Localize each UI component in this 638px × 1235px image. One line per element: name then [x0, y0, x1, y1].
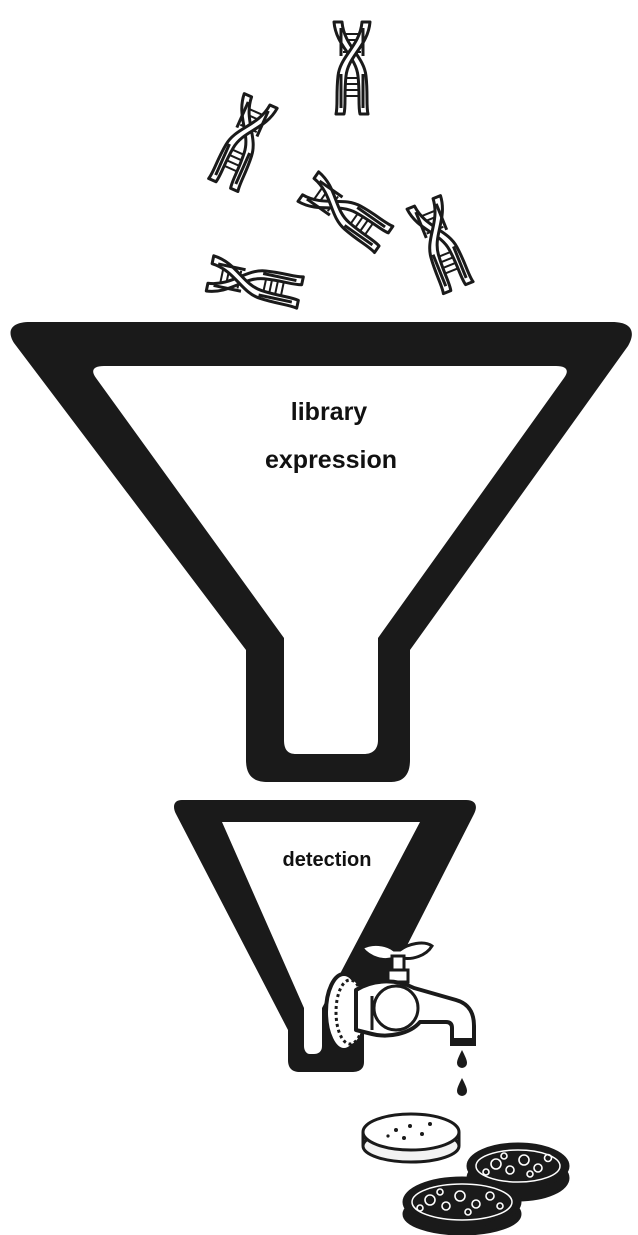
- dna-helix-icon: [332, 20, 372, 116]
- dna-helix-icon: [204, 254, 306, 312]
- dna-helix-icon: [405, 194, 477, 296]
- petri-dish-icon: [361, 1112, 461, 1164]
- faucet-icon: [324, 941, 476, 1052]
- funnel-top-label-line1: library: [291, 398, 368, 426]
- dna-helix-icon: [296, 170, 396, 256]
- dna-helix-icon: [205, 92, 279, 194]
- funnel-bottom-label: detection: [283, 849, 372, 871]
- funnel-icon-top: library expression: [10, 322, 632, 782]
- funnel-icon-bottom: detection: [174, 800, 476, 1072]
- water-drop-icon: [457, 1078, 467, 1096]
- funnel-top-label-line2: expression: [265, 446, 397, 474]
- petri-dish-icon: [402, 1176, 522, 1235]
- water-drop-icon: [457, 1050, 467, 1068]
